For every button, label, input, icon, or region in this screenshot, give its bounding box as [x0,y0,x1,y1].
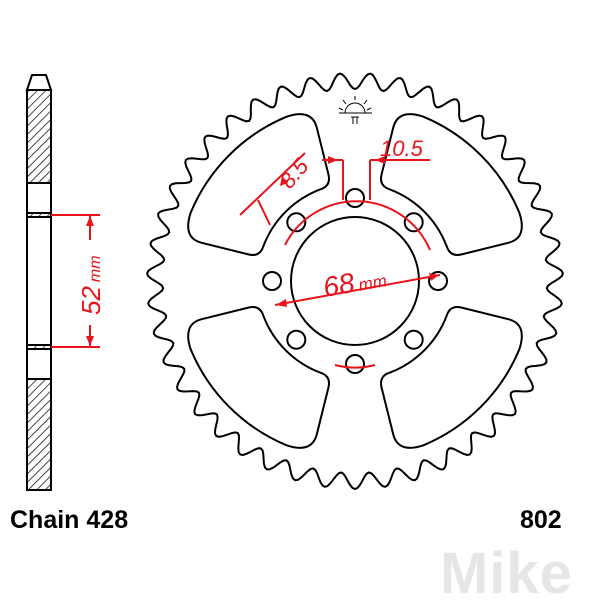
bolt-hole [262,271,282,291]
bolt-circle-value: 68mm [321,261,389,303]
center-bore [290,216,420,346]
bolt-hole [345,188,365,208]
cutout-window [187,113,330,256]
bolt-hole [286,329,307,350]
bolt-hole [403,212,424,233]
bolt-hole [428,271,448,291]
bore-dimension [51,214,100,348]
cutouts [187,113,523,449]
slot-right-value: 10.5 [380,136,424,161]
bore-value: 52mm [76,255,106,315]
cutout-window [380,113,523,256]
chain-label: Chain 428 [10,506,129,534]
side-view [25,74,53,491]
bolt-hole [286,212,307,233]
watermark: Mike [440,541,573,600]
sun-logo-icon [338,96,372,124]
bolt-holes [262,188,448,374]
sprocket-outline [146,72,564,491]
part-number: 802 [520,506,562,534]
dimension-lines [239,152,441,307]
bolt-circle-arc [284,200,431,251]
cutout-window [380,306,523,449]
bolt-circle-arc-bottom [334,364,376,369]
bolt-hole [345,354,365,374]
slot-left-value: 8.5 [275,153,314,193]
bolt-hole [403,329,424,350]
cutout-window [187,306,330,449]
